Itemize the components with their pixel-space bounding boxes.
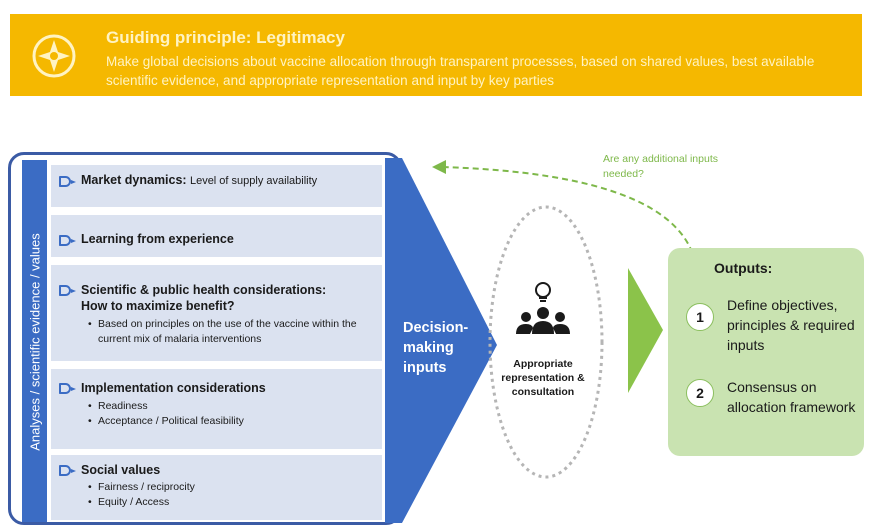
bullet-item: Based on principles on the use of the va… (88, 317, 383, 347)
box-social-values: Social values Fairness / reciprocity Equ… (51, 455, 382, 520)
box-title: Social values (81, 463, 161, 477)
output-text: Define objectives, principles & required… (727, 297, 855, 353)
outputs-box (668, 248, 864, 456)
box-implementation: Implementation considerations Readiness … (51, 369, 382, 449)
bullet-item: Acceptance / Political feasibility (88, 414, 382, 429)
bullet-item: Equity / Access (88, 495, 382, 510)
green-arrow (628, 268, 663, 393)
decision-arrow (385, 158, 497, 523)
guiding-principle-banner: Guiding principle: Legitimacy Make globa… (10, 14, 862, 96)
box-scientific: Scientific & public health consideration… (51, 265, 382, 361)
bullet-list: Readiness Acceptance / Political feasibi… (81, 399, 382, 429)
compass-icon (32, 34, 76, 78)
output-number: 1 (686, 303, 714, 331)
feedback-question: Are any additional inputs needed? (603, 153, 718, 180)
sidebar-bar (22, 160, 47, 522)
bullet-list: Fairness / reciprocity Equity / Access (81, 480, 382, 510)
box-subtitle: Level of supply availability (189, 175, 318, 187)
feedback-arrow (441, 166, 698, 273)
consultation-ring (488, 205, 604, 479)
output-text: Consensus on allocation framework (727, 379, 856, 415)
tag-icon (59, 235, 76, 246)
feedback-arrowhead (432, 160, 446, 174)
tag-icon (59, 285, 76, 296)
box-learning: Learning from experience (51, 215, 382, 257)
team-idea-icon (516, 282, 570, 334)
bullet-list: Based on principles on the use of the va… (81, 317, 383, 347)
box-title: Scientific & public health consideration… (81, 283, 327, 297)
box-market-dynamics: Market dynamics: Level of supply availab… (51, 165, 382, 207)
bullet-item: Readiness (88, 399, 382, 414)
box-title: Learning from experience (81, 232, 234, 246)
banner-text: Make global decisions about vaccine allo… (106, 54, 815, 88)
output-number: 2 (686, 379, 714, 407)
box-question: How to maximize benefit? (81, 299, 235, 313)
box-title: Market dynamics: (81, 173, 187, 187)
tag-icon (59, 465, 76, 476)
banner-title: Guiding principle: Legitimacy (106, 28, 345, 47)
consultation-label: Appropriate representation & consultatio… (501, 358, 585, 398)
tag-icon (59, 176, 76, 187)
box-title: Implementation considerations (81, 381, 266, 395)
tag-icon (59, 383, 76, 394)
outputs-title: Outputs: (714, 260, 773, 276)
bullet-item: Fairness / reciprocity (88, 480, 382, 495)
decision-making-label: Decision-making inputs (403, 320, 469, 376)
